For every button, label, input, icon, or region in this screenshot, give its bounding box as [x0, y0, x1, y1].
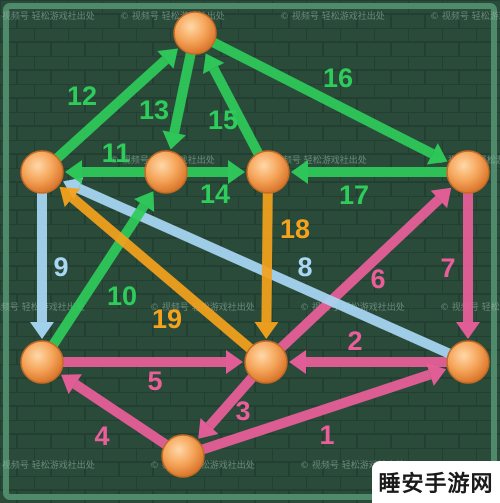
edge-18[interactable] [254, 192, 279, 340]
watermark-text: © 视频号 轻松游戏社出处 [0, 10, 95, 22]
edge-2[interactable] [289, 350, 447, 374]
edge-label-13: 13 [139, 95, 169, 125]
edge-label-3: 3 [235, 396, 250, 426]
edge-label-15: 15 [208, 105, 238, 135]
edge-1[interactable] [201, 363, 447, 455]
edge-10[interactable] [49, 191, 155, 348]
edge-label-17: 17 [339, 180, 369, 210]
edge-label-14: 14 [200, 179, 230, 209]
edge-label-19: 19 [152, 304, 182, 334]
board-border [3, 3, 497, 500]
edge-13[interactable] [162, 52, 196, 150]
watermark-text: © 视频号 轻松游戏社出处 [262, 154, 367, 166]
node-center-top[interactable] [246, 150, 290, 194]
edge-label-12: 12 [67, 81, 97, 111]
node-top[interactable] [173, 11, 217, 55]
edge-label-5: 5 [147, 366, 162, 396]
edge-5[interactable] [63, 350, 243, 374]
node-right-mid[interactable] [446, 340, 490, 384]
node-layer [20, 11, 490, 478]
edge-17[interactable] [291, 160, 447, 184]
edge-15[interactable] [202, 53, 263, 156]
edge-12[interactable] [54, 48, 178, 162]
edge-3[interactable] [198, 374, 256, 439]
node-left-mid[interactable] [20, 340, 64, 384]
site-logo: 睡安手游网 [372, 461, 500, 503]
edge-6[interactable] [277, 187, 452, 352]
edge-label-4: 4 [94, 421, 109, 451]
edge-label-9: 9 [53, 252, 68, 282]
node-right-top[interactable] [446, 150, 490, 194]
edge-label-7: 7 [440, 253, 455, 283]
watermark-text: © 视频号 轻松游戏社出处 [280, 10, 385, 22]
edge-7[interactable] [456, 193, 480, 339]
edge-label-10: 10 [107, 281, 137, 311]
watermark-text: © 视频号 轻松游戏社出处 [430, 10, 500, 22]
edge-9[interactable] [30, 193, 54, 339]
edge-19[interactable] [59, 186, 254, 353]
edge-label-1: 1 [319, 420, 334, 450]
edge-label-2: 2 [347, 326, 362, 356]
node-left-top[interactable] [20, 150, 64, 194]
edge-16[interactable] [211, 38, 448, 165]
edge-14[interactable] [187, 160, 245, 184]
edge-label-8: 8 [297, 252, 312, 282]
node-inner-left[interactable] [144, 150, 188, 194]
edge-label-18: 18 [280, 214, 310, 244]
edge-label-6: 6 [370, 264, 385, 294]
edge-11[interactable] [65, 160, 145, 184]
node-bottom-center[interactable] [161, 434, 205, 478]
edge-layer [30, 38, 480, 455]
watermark-text: © 视频号 轻松游戏社出处 [0, 459, 95, 471]
edge-label-11: 11 [102, 138, 131, 168]
edge-label-16: 16 [323, 63, 353, 93]
edge-4[interactable] [61, 374, 169, 449]
node-center-mid[interactable] [244, 340, 288, 384]
